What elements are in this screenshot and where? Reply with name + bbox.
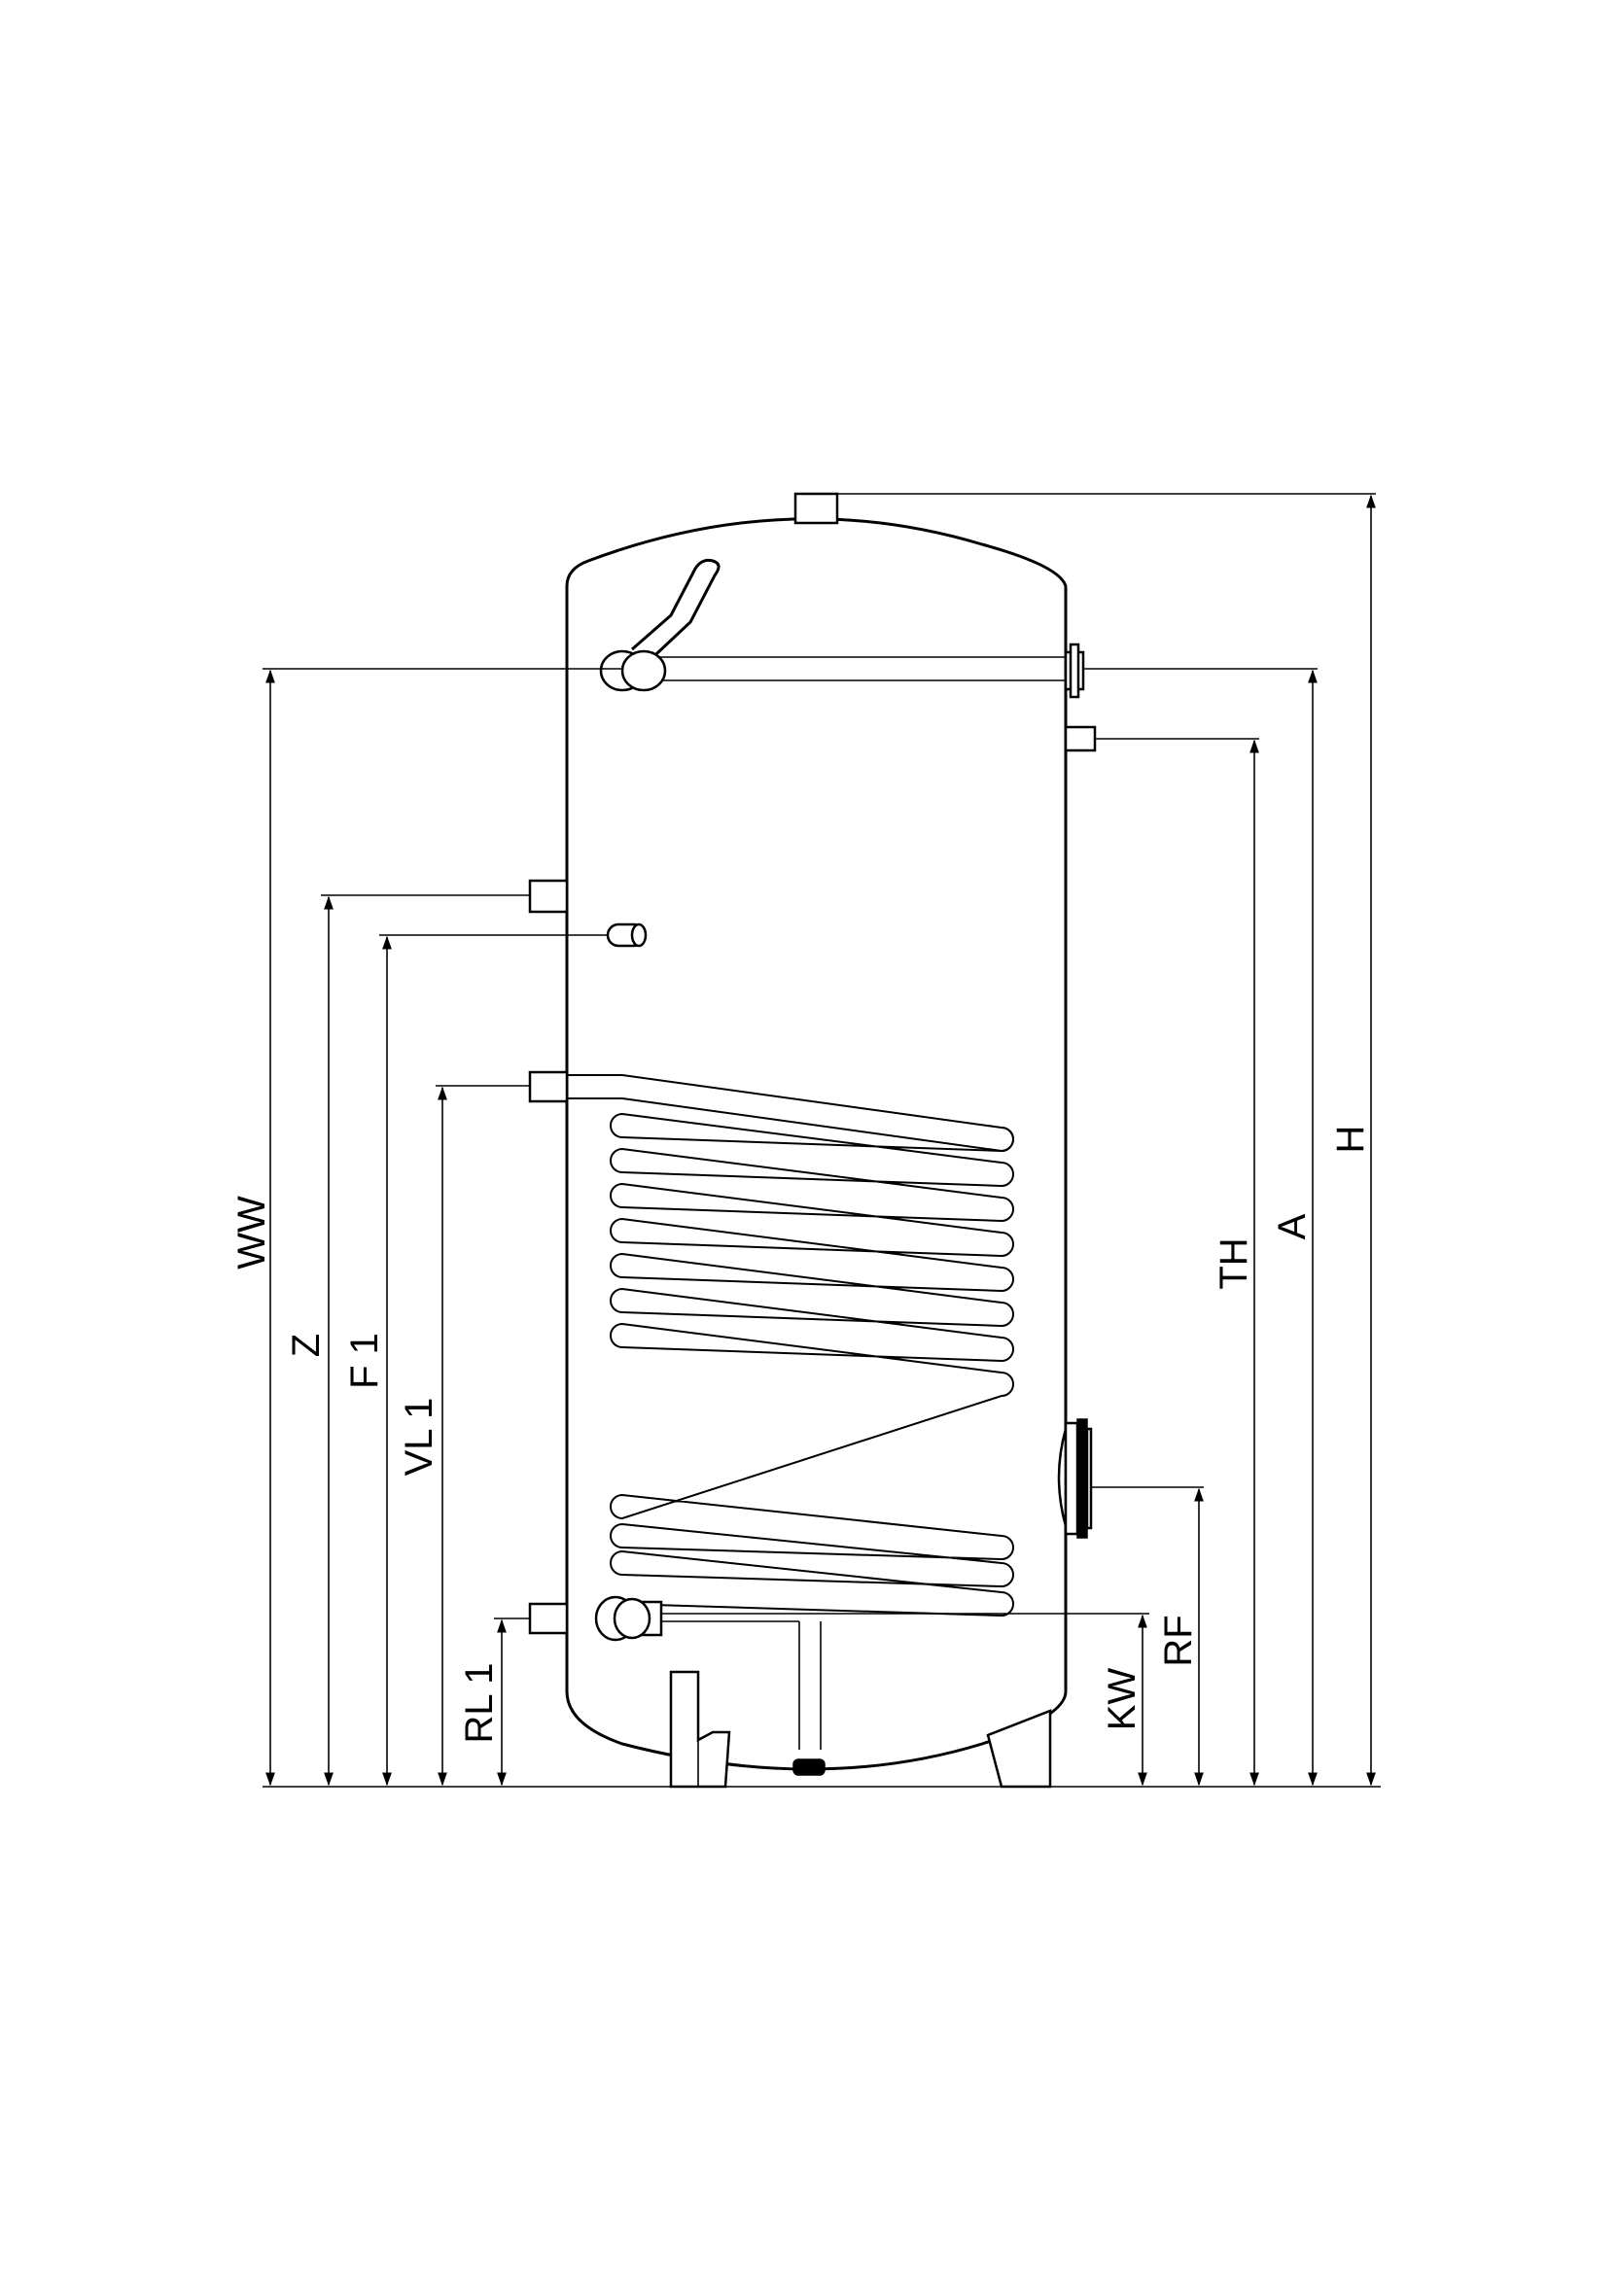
label-f1: F 1 xyxy=(343,1333,386,1389)
label-ww: WW xyxy=(230,1196,273,1270)
sensor-sleeve xyxy=(606,922,648,948)
label-h: H xyxy=(1329,1126,1372,1154)
tank-foot-left xyxy=(669,1670,731,1789)
return-pipe-fitting xyxy=(594,1595,663,1642)
label-rl1: RL 1 xyxy=(458,1662,501,1743)
inspection-flange xyxy=(1057,1418,1093,1539)
return-connection xyxy=(528,1602,569,1635)
flow-connection xyxy=(528,1070,569,1103)
label-vl1: VL 1 xyxy=(398,1398,440,1477)
heat-exchanger-coil xyxy=(567,1074,1014,1618)
drain-connection xyxy=(792,1758,826,1776)
label-rf: RF xyxy=(1157,1615,1200,1666)
dimension-lines xyxy=(265,494,1376,1787)
ww-connection-fitting xyxy=(1064,643,1085,699)
tank-foot-right xyxy=(986,1709,1052,1789)
hot-water-pipe xyxy=(599,558,1068,692)
label-th: TH xyxy=(1213,1237,1255,1289)
extension-lines xyxy=(263,493,1381,1788)
circulation-connection xyxy=(528,879,569,914)
label-z: Z xyxy=(285,1334,328,1357)
cold-water-pipe xyxy=(661,1613,1066,1750)
top-outlet-connection xyxy=(793,492,839,525)
label-a: A xyxy=(1271,1213,1314,1239)
label-kw: KW xyxy=(1101,1668,1143,1731)
thermometer-connection xyxy=(1064,725,1097,752)
dimension-labels: WW Z F 1 VL 1 RL 1 KW RF TH A H xyxy=(230,1126,1372,1744)
